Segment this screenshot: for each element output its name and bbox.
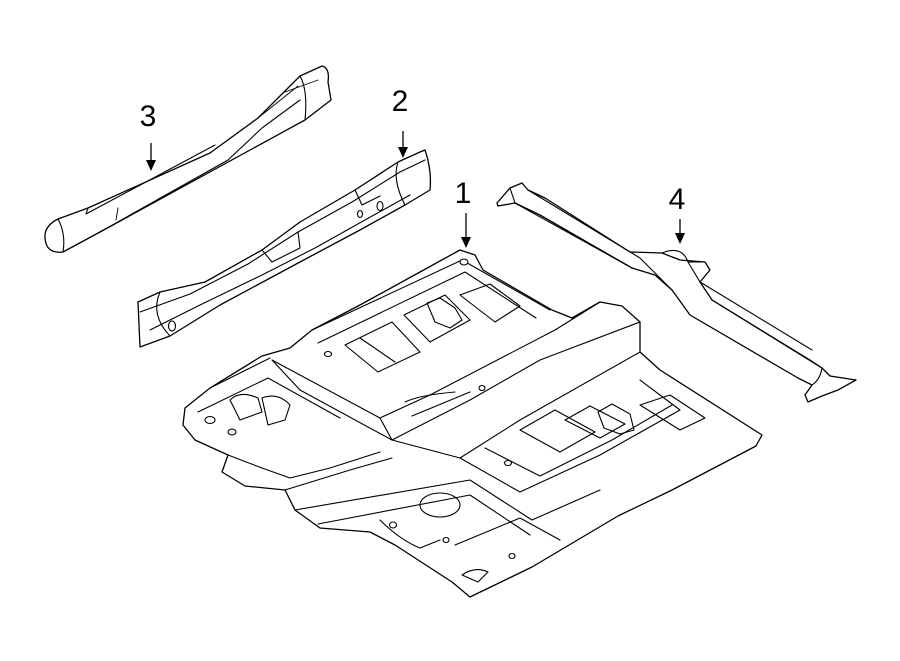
callout-4-label: 4 xyxy=(669,183,686,216)
part-3-rail[interactable] xyxy=(44,65,332,253)
callout-3: 3 xyxy=(140,100,157,171)
callout-2-label: 2 xyxy=(392,85,409,118)
callout-2: 2 xyxy=(392,85,409,158)
part-4-crossmember[interactable] xyxy=(496,182,857,403)
callout-4-arrowhead xyxy=(675,233,685,244)
callout-4: 4 xyxy=(669,183,686,244)
callout-2-arrowhead xyxy=(398,147,408,158)
callout-1: 1 xyxy=(455,177,472,248)
callout-3-arrowhead xyxy=(146,160,156,171)
callout-3-label: 3 xyxy=(140,100,157,133)
callout-1-label: 1 xyxy=(455,177,472,210)
callout-1-arrowhead xyxy=(461,237,471,248)
part-2-rail[interactable] xyxy=(137,149,432,348)
part-1-floor-pan[interactable] xyxy=(182,249,763,598)
